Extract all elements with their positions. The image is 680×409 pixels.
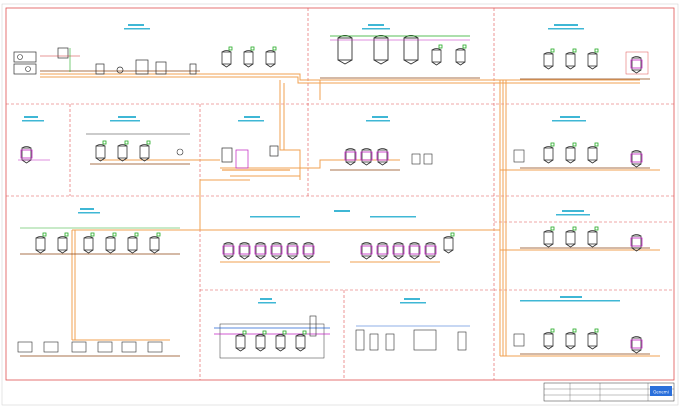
drawing-border-outer [1, 3, 679, 406]
zone-filling-line [17, 341, 163, 353]
zone-raw-material-receiving [13, 46, 277, 75]
zone-cip-left [18, 146, 50, 164]
company-logo: Genemi [653, 390, 669, 395]
zone-fermentation [344, 148, 433, 166]
zone-heat-exchange [221, 145, 290, 171]
title-block: Genemi [543, 382, 675, 402]
zone-top-right-tanks [543, 48, 649, 75]
zone-right-lower-tanks [513, 226, 643, 354]
zone-water-treatment [355, 325, 470, 351]
zone-titles [22, 24, 620, 304]
pipe-headers [40, 73, 660, 357]
pipe-headers-dark [20, 70, 650, 357]
zone-left-lower-tanks [20, 227, 180, 254]
zone-right-middle-tanks [513, 142, 643, 168]
zone-central-banks [222, 232, 455, 260]
zone-cip-system [214, 315, 330, 359]
zone-dividers [6, 8, 674, 380]
zone-mixing [86, 133, 190, 162]
drawing-border [5, 7, 675, 381]
zone-storage-tanks [330, 35, 470, 66]
